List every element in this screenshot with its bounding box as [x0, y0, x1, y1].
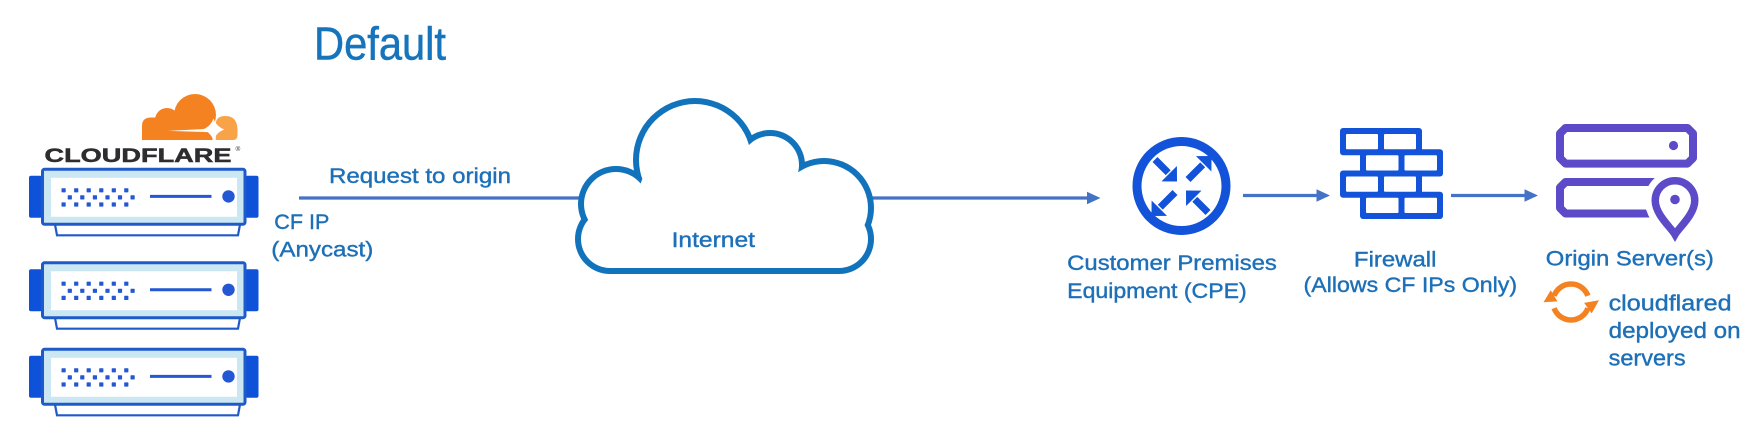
svg-text:Default: Default [314, 18, 446, 70]
svg-text:Equipment (CPE): Equipment (CPE) [1067, 280, 1247, 303]
svg-text:Request to origin: Request to origin [329, 165, 511, 188]
svg-text:Internet: Internet [672, 229, 756, 252]
svg-text:Origin Server(s): Origin Server(s) [1546, 248, 1714, 271]
svg-text:CLOUDFLARE: CLOUDFLARE [45, 146, 232, 167]
svg-text:CF IP: CF IP [274, 211, 329, 234]
svg-text:(Allows CF IPs Only): (Allows CF IPs Only) [1304, 274, 1518, 297]
svg-text:®: ® [236, 145, 241, 153]
svg-text:Customer Premises: Customer Premises [1067, 252, 1277, 275]
svg-text:Firewall: Firewall [1354, 249, 1437, 272]
svg-text:deployed on: deployed on [1609, 318, 1741, 343]
svg-text:servers: servers [1609, 346, 1686, 371]
svg-text:(Anycast): (Anycast) [271, 239, 373, 262]
svg-text:cloudflared: cloudflared [1609, 291, 1732, 316]
